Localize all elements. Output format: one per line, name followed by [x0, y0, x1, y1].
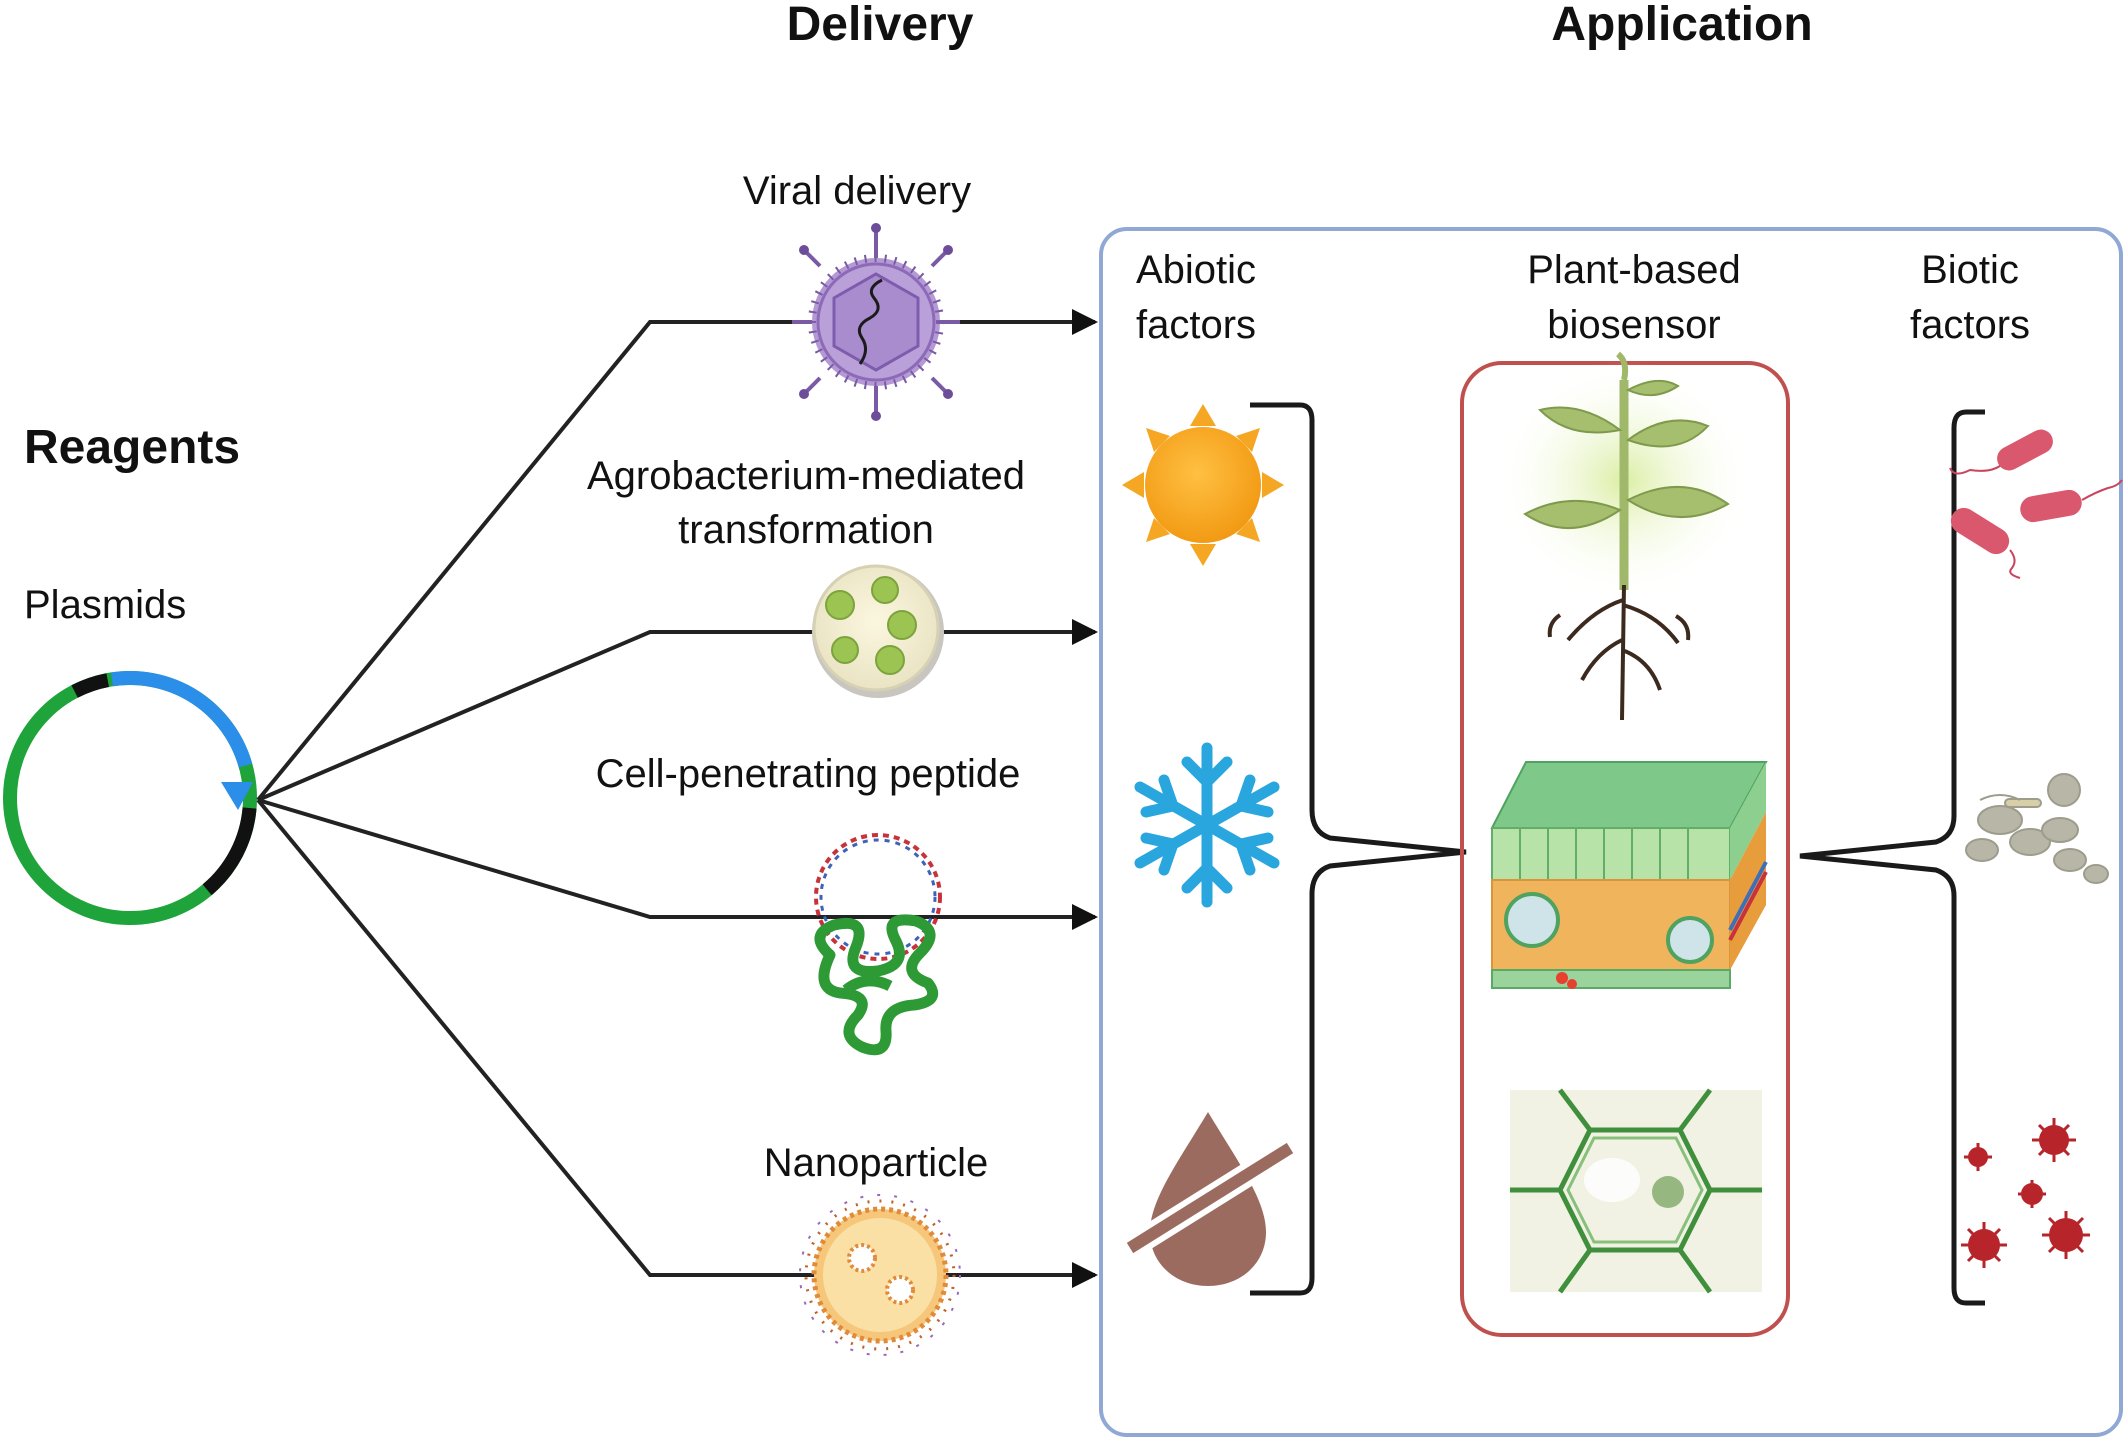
virus-particles-icon [1961, 1118, 2090, 1268]
plant-icon [1494, 351, 1754, 721]
biotic-brace [1799, 409, 1985, 1306]
biosensor-label-line2: biosensor [1547, 303, 1720, 347]
leaf-cross-section-icon [1490, 761, 1768, 989]
reagents-header: Reagents [24, 421, 240, 474]
bacteria-icon [1949, 429, 2123, 579]
biotic-label-line1: Biotic [1921, 248, 2019, 292]
plant-cell-icon [1510, 1088, 1762, 1294]
biosensor-label-line1: Plant-based [1527, 248, 1740, 292]
cell-penetrating-peptide-label: Cell-penetrating peptide [596, 752, 1021, 796]
fungus-icon [1965, 773, 2109, 884]
agrobacterium-label-line1: Agrobacterium-mediated [587, 454, 1025, 498]
virus-capsid-icon [792, 223, 960, 421]
snowflake-icon [1134, 742, 1280, 908]
abiotic-label-line1: Abiotic [1136, 248, 1256, 292]
delivery-header: Delivery [787, 0, 974, 51]
biotic-label-line2: factors [1910, 303, 2030, 347]
application-panel [1099, 227, 2123, 1437]
plasmids-label: Plasmids [24, 583, 186, 627]
plasmid-icon [3, 671, 257, 925]
no-water-drop-icon [1123, 1112, 1297, 1286]
petri-dish-icon [812, 564, 944, 698]
application-header: Application [1551, 0, 1812, 51]
sun-icon [1122, 404, 1284, 566]
peptide-dna-complex-icon [814, 833, 942, 1056]
abiotic-brace [1250, 402, 1467, 1296]
abiotic-label-line2: factors [1136, 303, 1256, 347]
agrobacterium-label-line2: transformation [678, 508, 934, 552]
nanoparticle-label: Nanoparticle [764, 1141, 989, 1185]
lipid-nanoparticle-icon [799, 1194, 961, 1356]
arrowheads [1072, 309, 1098, 1288]
viral-delivery-label: Viral delivery [743, 169, 971, 213]
